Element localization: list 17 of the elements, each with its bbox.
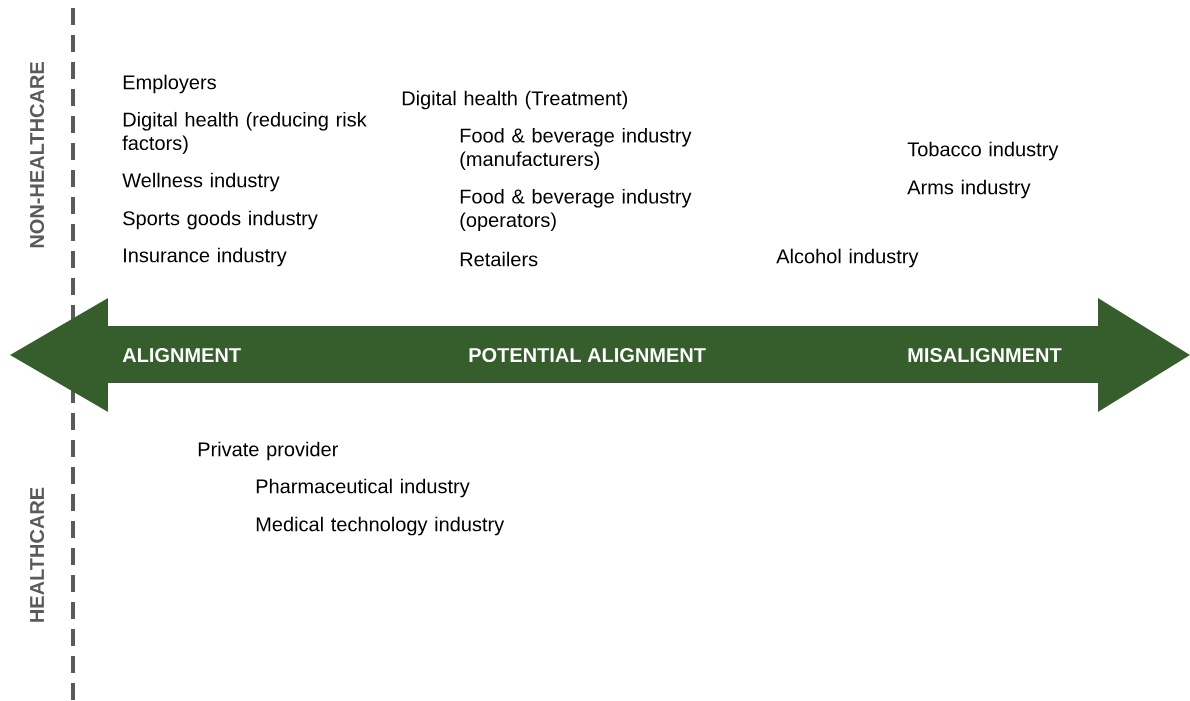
stakeholder-label: Food & beverage industry (operators) — [460, 188, 692, 232]
stakeholder-label: Retailers — [460, 251, 538, 267]
stakeholder-label: Alcohol industry — [776, 248, 919, 268]
axis-label: NON-HEALTHCARE — [29, 62, 45, 248]
axis-label: HEALTHCARE — [29, 487, 45, 622]
stakeholder-label: Insurance industry — [124, 247, 287, 267]
stakeholder-label: Employers — [123, 74, 216, 94]
stakeholder-label: Food & beverage industry (manufacturers) — [460, 127, 692, 171]
stakeholder-label: Digital health (Treatment) — [402, 90, 628, 110]
stakeholder-label: Medical technology industry — [256, 516, 505, 536]
stakeholder-label: Wellness industry — [122, 172, 280, 192]
stakeholder-label: Sports goods industry — [123, 210, 318, 230]
stakeholder-label: Digital health (reducing risk factors) — [122, 111, 367, 155]
stakeholder-label: Tobacco industry — [907, 141, 1059, 161]
stakeholder-label: Private provider — [198, 441, 338, 461]
stakeholder-label: Pharmaceutical industry — [256, 478, 470, 498]
stakeholder-label: Arms industry — [907, 179, 1031, 199]
